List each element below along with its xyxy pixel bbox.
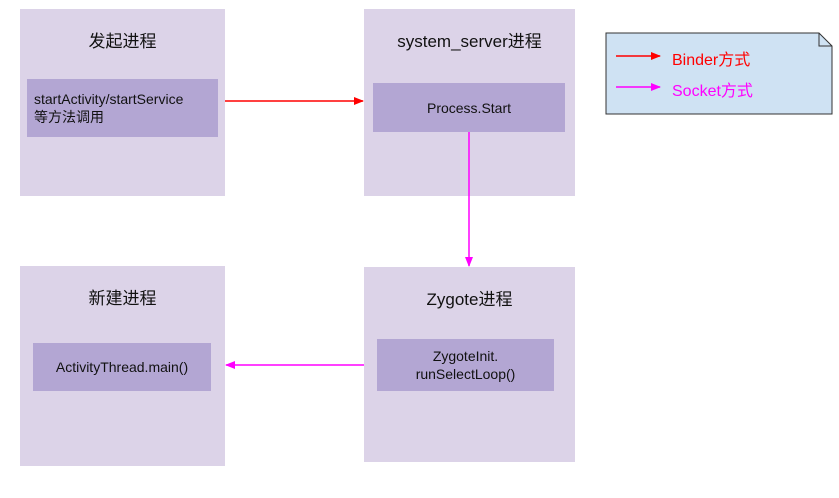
activity-thread-main-label: ActivityThread.main() xyxy=(55,359,189,375)
zygote-process-box: Zygote进程 ZygoteInit. runSelectLoop() xyxy=(364,267,575,462)
new-process-box: 新建进程 ActivityThread.main() xyxy=(20,266,225,466)
zygote-process-title: Zygote进程 xyxy=(426,290,513,309)
zygote-init-line-1: ZygoteInit. xyxy=(432,348,499,364)
start-activity-call-node: startActivity/startService 等方法调用 xyxy=(27,79,218,137)
process-start-node: Process.Start xyxy=(373,83,565,132)
new-process-title: 新建进程 xyxy=(88,289,157,308)
legend-box xyxy=(605,32,833,115)
initiator-process-box: 发起进程 startActivity/startService 等方法调用 xyxy=(20,9,225,196)
start-activity-call-line-1: startActivity/startService xyxy=(34,91,184,107)
start-activity-call-line-2: 等方法调用 xyxy=(34,109,104,125)
activity-thread-main-node: ActivityThread.main() xyxy=(33,343,211,391)
legend-box-fold xyxy=(818,33,832,47)
initiator-process-title: 发起进程 xyxy=(88,32,157,51)
legend-socket-label: Socket方式 xyxy=(672,83,753,100)
zygote-init-line-2: runSelectLoop() xyxy=(415,366,516,382)
legend-binder-label: Binder方式 xyxy=(672,52,751,69)
zygote-init-select-loop-node: ZygoteInit. runSelectLoop() xyxy=(377,339,554,391)
process-start-label: Process.Start xyxy=(426,99,512,116)
system-server-process-title: system_server进程 xyxy=(397,32,542,51)
